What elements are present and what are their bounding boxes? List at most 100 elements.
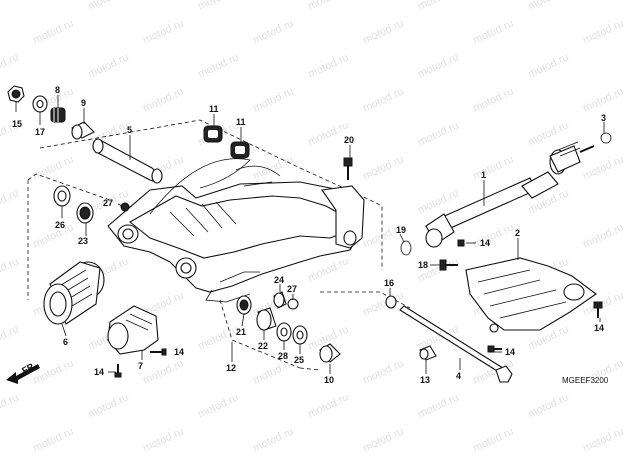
watermark-text: motod.ru [471,153,515,182]
watermark-text: motod.ru [0,255,21,284]
part-25-washer [292,325,308,345]
part-3-o-ring [600,132,612,144]
callout-24: 24 [274,275,284,285]
watermark-text: motod.ru [581,85,625,114]
watermark-text: motod.ru [31,425,75,454]
leader-lines [15,95,605,374]
callout-9: 9 [81,98,86,108]
watermark-text: motod.ru [306,391,350,420]
callout-17: 17 [35,127,45,137]
watermark-text: motod.ru [526,119,570,148]
watermark-text: motod.ru [361,85,405,114]
part-12-swingarm [107,158,365,303]
part-22-spacer [256,307,277,331]
watermark-text: motod.ru [306,51,350,80]
watermark-text: motod.ru [471,221,515,250]
watermark-text: motod.ru [471,425,515,454]
watermark-text: motod.ru [31,357,75,386]
part-8-bushing [50,107,66,123]
watermark-text: motod.ru [0,323,21,352]
callout-23: 23 [78,236,88,246]
watermark-text: motod.ru [0,391,21,420]
watermark-text: motod.ru [361,153,405,182]
callout-14-a: 14 [480,238,490,248]
watermark-text: motod.ru [0,187,21,216]
part-10-collar [319,343,341,363]
watermark-text: motod.ru [196,0,240,13]
part-27-bolt-b [287,298,299,310]
diagram-code: MGEEF3200 [562,376,609,385]
part-14-bolt-lower-right [487,345,502,353]
callout-27-a: 27 [103,198,113,208]
watermark-text: motod.ru [196,391,240,420]
callout-14-e: 14 [94,367,104,377]
watermark-text: motod.ru [141,85,185,114]
callout-8: 8 [55,85,60,95]
part-28-seal [276,322,292,342]
watermark-text: motod.ru [361,17,405,46]
part-17-washer [32,95,48,113]
watermark-text: motod.ru [251,17,295,46]
part-14-bolt-right [593,301,603,318]
part-1-drive-shaft [425,141,595,248]
watermark-text: motod.ru [526,51,570,80]
watermark-text: motod.ru [86,51,130,80]
callout-19: 19 [396,225,406,235]
callout-16: 16 [384,278,394,288]
callout-13: 13 [420,375,430,385]
watermark-text: motod.ru [306,255,350,284]
watermark-text: motod.ru [416,0,460,13]
part-23-seal [76,202,94,224]
part-2-cover-plate [465,257,597,333]
part-5-pivot-tube [92,138,163,184]
callout-27-b: 27 [287,284,297,294]
callout-6: 6 [63,337,68,347]
part-4-pivot-shaft [399,305,513,383]
part-14-bolt-shaft [457,239,465,247]
callout-labels: 15 17 8 9 5 11 11 20 3 1 26 23 27 19 14 … [12,85,606,385]
watermark-text: motod.ru [31,221,75,250]
callout-11-b: 11 [236,117,246,127]
watermark-text: motod.ru [526,391,570,420]
callout-21: 21 [236,327,246,337]
part-19-circlip [400,240,412,256]
watermark-text: motod.ru [251,357,295,386]
watermark-text: motod.ru [196,51,240,80]
callout-3: 3 [601,113,606,123]
part-13-collar [419,345,437,361]
watermark-text: motod.ru [306,0,350,13]
callout-22: 22 [258,341,268,351]
part-16-washer [385,295,397,309]
callout-4: 4 [456,371,461,381]
part-11-grommet-a [203,125,223,143]
watermark-text: motod.ru [0,0,21,13]
watermark-text: motod.ru [86,391,130,420]
watermark-text: motod.ru [581,153,625,182]
part-27-bolt-a [120,202,130,212]
watermark-text: motod.ru [416,119,460,148]
watermark-text: motod.ru [251,153,295,182]
callout-25: 25 [294,355,304,365]
watermark-text: motod.ru [141,357,185,386]
watermark-text: motod.ru [196,323,240,352]
callout-7: 7 [138,361,143,371]
watermark-text: motod.ru [141,17,185,46]
watermark-text: motod.ru [526,0,570,13]
callout-11-a: 11 [209,104,219,114]
callout-10: 10 [324,375,334,385]
watermark-text: motod.ru [471,85,515,114]
watermark-text: motod.ru [416,391,460,420]
watermark-text: motod.ru [581,425,625,454]
callout-2: 2 [515,228,520,238]
watermark-text: motod.ru [141,425,185,454]
callout-5: 5 [127,125,132,135]
callout-14-c: 14 [505,347,515,357]
watermark-text: motod.ru [86,0,130,13]
callout-28: 28 [278,351,288,361]
watermark-text: motod.ru [581,17,625,46]
part-6-boot [43,261,105,325]
part-24-bushing [273,291,287,309]
watermark-text: motod.ru [581,221,625,250]
watermark-text: motod.ru [0,51,21,80]
